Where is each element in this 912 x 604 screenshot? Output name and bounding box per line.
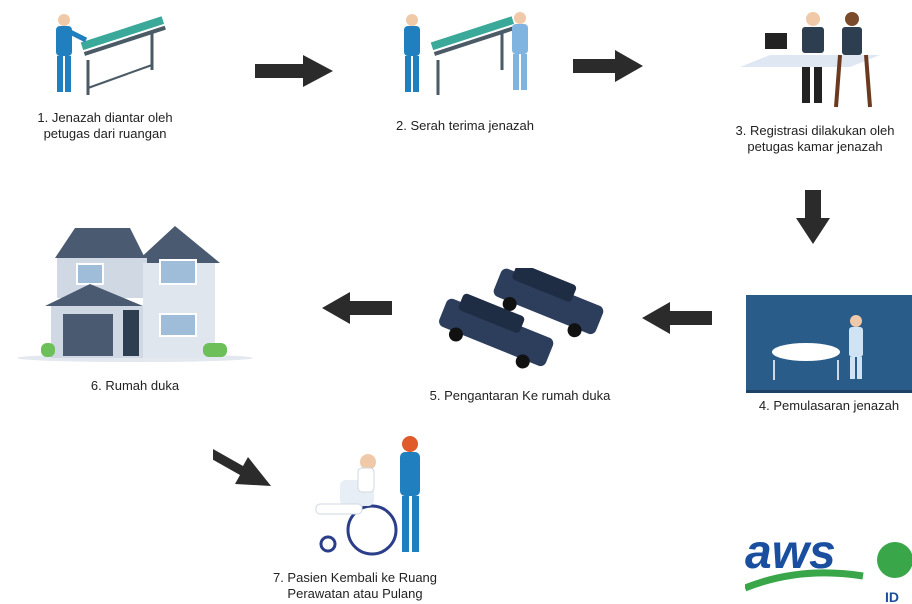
handover-illustration — [404, 12, 528, 95]
step-6-caption: 6. Rumah duka — [45, 378, 225, 394]
registration-desk-illustration — [740, 12, 880, 108]
hearse-cars-illustration — [439, 268, 604, 369]
arrow-down — [796, 190, 830, 244]
step-5-caption-line1: 5. Pengantaran Ke rumah duka — [429, 388, 611, 403]
house-illustration — [17, 226, 253, 362]
step-6-caption-line1: 6. Rumah duka — [90, 378, 180, 393]
step-5-caption: 5. Pengantaran Ke rumah duka — [410, 388, 630, 404]
step-7-caption: 7. Pasien Kembali ke Ruang Perawatan ata… — [250, 570, 460, 602]
step-2-caption: 2. Serah terima jenazah — [380, 118, 550, 134]
step-4-caption-line1: 4. Pemulasaran jenazah — [758, 398, 900, 413]
arrow-left-1 — [642, 302, 712, 334]
aws-logo: aws ID — [745, 526, 912, 604]
wheelchair-illustration — [315, 436, 420, 556]
stretcher-nurse-illustration — [56, 14, 166, 95]
step-4-caption: 4. Pemulasaran jenazah — [746, 398, 912, 414]
arrow-right-1 — [255, 55, 333, 87]
step-3-caption-line1: 3. Registrasi dilakukan oleh — [735, 123, 895, 138]
step-2-caption-line1: 2. Serah terima jenazah — [395, 118, 535, 133]
step-7-caption-line2: Perawatan atau Pulang — [287, 586, 423, 601]
step-1-caption-line1: 1. Jenazah diantar oleh — [37, 110, 173, 125]
arrow-right-2 — [573, 50, 643, 82]
step-1-caption: 1. Jenazah diantar oleh petugas dari rua… — [20, 110, 190, 142]
arrow-diagonal — [213, 449, 271, 486]
arrow-left-2 — [322, 292, 392, 324]
step-3-caption-line2: petugas kamar jenazah — [747, 139, 883, 154]
washing-room-illustration — [746, 295, 912, 393]
step-1-caption-line2: petugas dari ruangan — [43, 126, 167, 141]
svg-text:ID: ID — [885, 589, 899, 604]
step-7-caption-line1: 7. Pasien Kembali ke Ruang — [272, 570, 438, 585]
step-3-caption: 3. Registrasi dilakukan oleh petugas kam… — [720, 123, 910, 155]
